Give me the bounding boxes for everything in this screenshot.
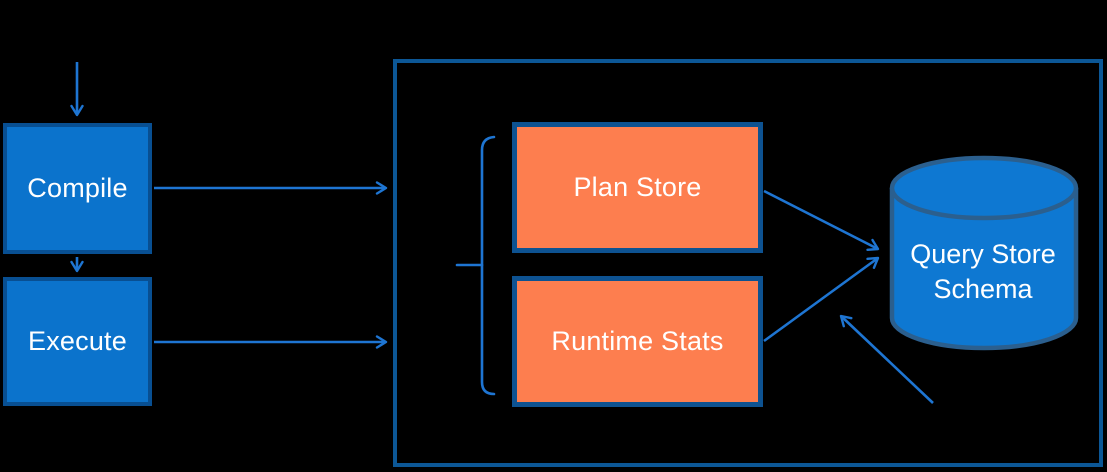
left-bracket [480,135,496,396]
arrow-runtime-stats-to-schema [763,256,880,343]
compile-label: Compile [27,173,128,203]
execute-node: Execute [3,277,152,406]
database-cylinder-icon [889,155,1079,351]
arrow-plan-store-to-schema [763,189,880,252]
execute-label: Execute [28,326,127,356]
query-store-schema-node: Query Store Schema [883,237,1083,307]
plan-store-label: Plan Store [573,172,702,202]
plan-store-node: Plan Store [512,122,763,253]
query-store-schema-label-line1: Query Store [910,239,1056,269]
arrow-bottom-right-to-schema [839,314,934,404]
query-store-container-box [393,59,1103,467]
query-store-schema-label-line2: Schema [933,274,1033,304]
runtime-stats-label: Runtime Stats [551,326,724,356]
compile-node: Compile [3,123,152,254]
runtime-stats-node: Runtime Stats [512,276,763,407]
